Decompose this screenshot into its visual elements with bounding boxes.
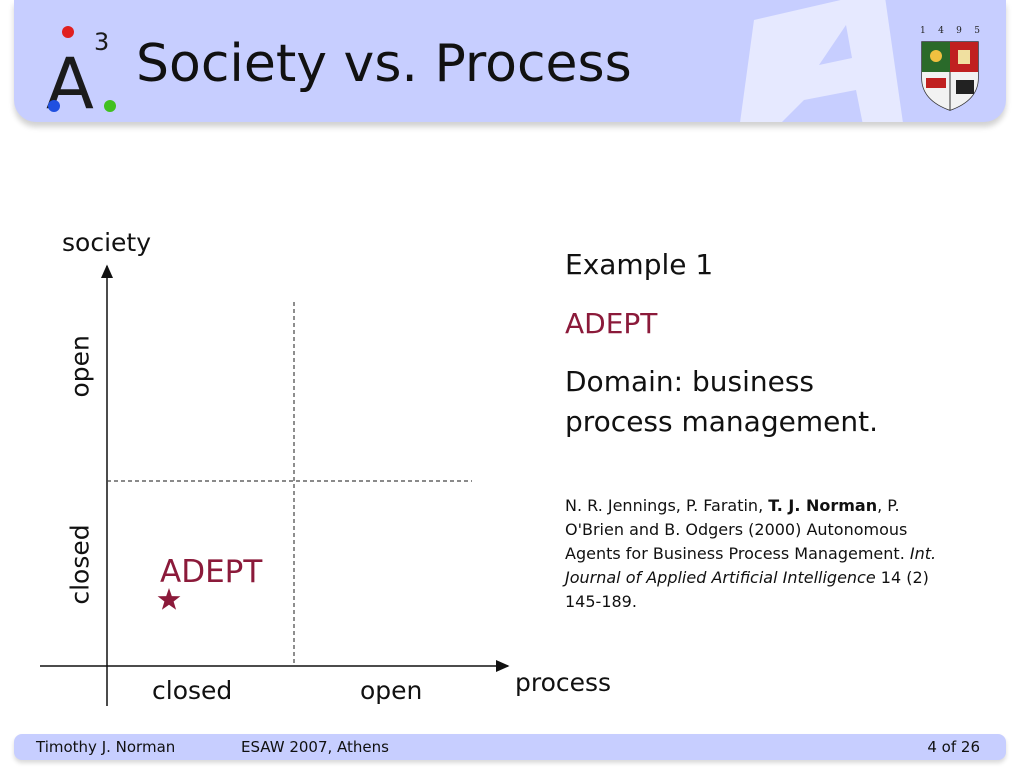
header-bar: A 3 Society vs. Process 1 4 9 5 (14, 0, 1006, 122)
x-axis-label: process (515, 668, 612, 697)
crest-shield-icon (921, 41, 979, 111)
reference-journal: Int. Journal of Applied Artificial Intel… (565, 544, 937, 587)
page-title: Society vs. Process (136, 34, 632, 94)
example-domain: Domain: business process management. (565, 365, 878, 438)
society-process-chart: society process open closed closed open … (40, 228, 612, 706)
crest-year: 1 4 9 5 (920, 26, 980, 36)
watermark-a-icon (740, 0, 903, 122)
a3-logo-icon: A 3 (46, 26, 116, 116)
x-tick-open: open (360, 676, 423, 705)
example-panel: Example 1 ADEPT Domain: business process… (565, 248, 965, 614)
star-icon (157, 588, 181, 610)
footer-event: ESAW 2007, Athens (241, 738, 389, 756)
footer-page-number: 4 of 26 (927, 738, 980, 756)
y-tick-closed: closed (65, 524, 95, 605)
chart-axes (40, 264, 510, 706)
university-crest: 1 4 9 5 (910, 26, 990, 116)
example-title: Example 1 (565, 248, 714, 281)
footer-bar: Timothy J. Norman ESAW 2007, Athens 4 of… (14, 734, 1006, 760)
y-tick-open: open (65, 335, 95, 398)
reference-authors: N. R. Jennings, P. Faratin, (565, 496, 769, 515)
reference-volume: 14 (2) 145-189. (565, 568, 929, 611)
logo-superscript: 3 (94, 28, 109, 56)
example-name: ADEPT (565, 307, 658, 340)
adept-marker-label: ADEPT (160, 554, 263, 590)
reference-citation: N. R. Jennings, P. Faratin, T. J. Norman… (565, 494, 955, 614)
x-tick-closed: closed (152, 676, 233, 705)
footer-author: Timothy J. Norman (36, 738, 176, 756)
reference-bold-author: T. J. Norman (768, 496, 878, 515)
reference-authors-rest: , P. O'Brien and B. Odgers (2000) Autono… (565, 496, 910, 563)
y-axis-label: society (62, 228, 151, 257)
